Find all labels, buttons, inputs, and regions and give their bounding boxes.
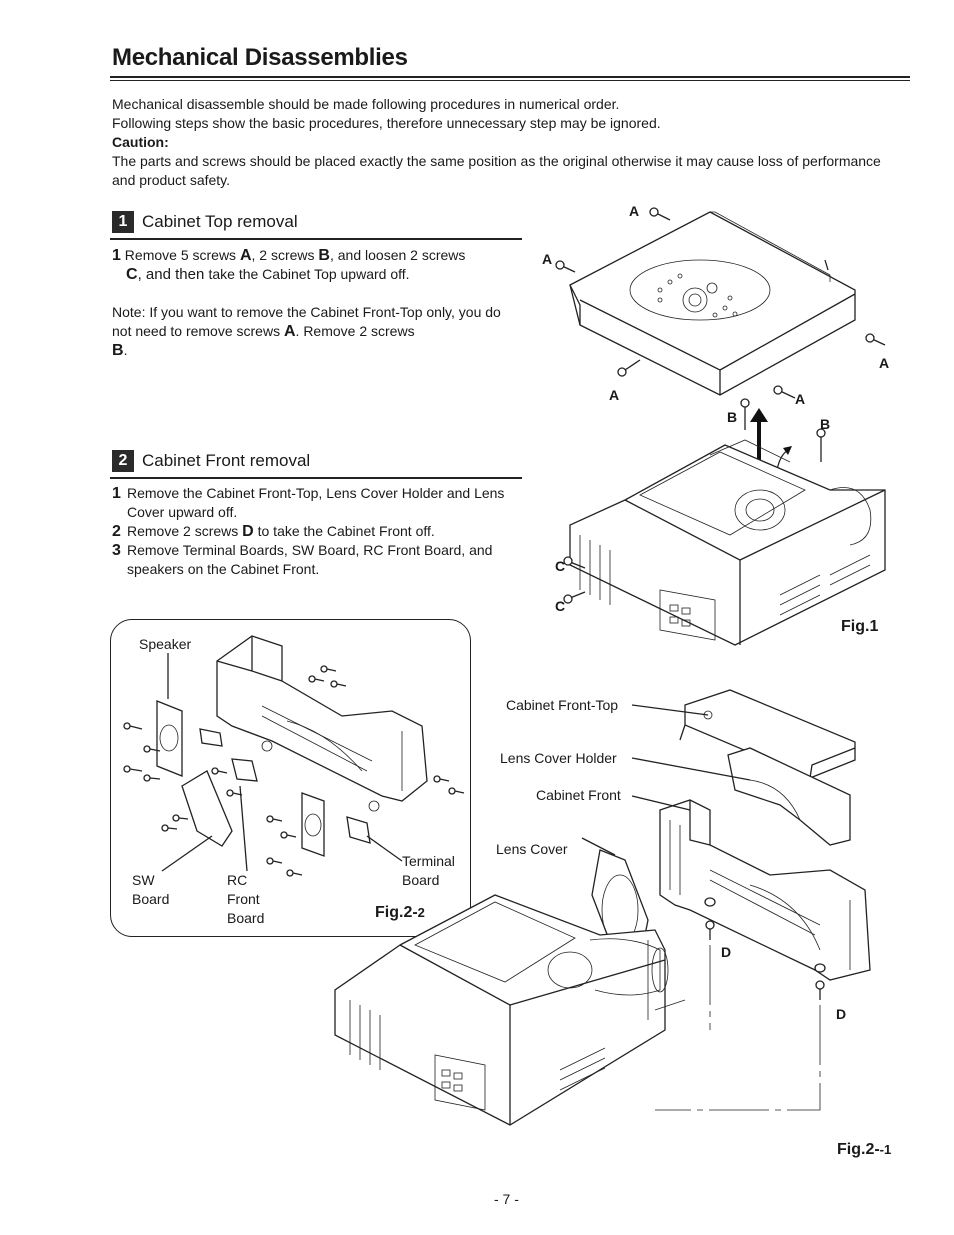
fig2-2-caption: Fig.2-2 [375, 904, 425, 921]
projector-body [569, 439, 886, 646]
leader-lines [161, 653, 403, 872]
cabinet-front-label: Cabinet Front [536, 787, 621, 803]
fig1-label-a2: A [542, 251, 553, 267]
fig2-2-drawing [123, 635, 465, 877]
section2-rule [110, 477, 522, 479]
section2-title: Cabinet Front removal [142, 451, 311, 470]
fig1-label-a5: A [795, 391, 806, 407]
fig2-1-label-d2: D [836, 1006, 847, 1022]
title-rule [110, 76, 910, 78]
section2-step2: 2 Remove 2 screws D to take the Cabinet … [112, 523, 435, 540]
fig2-1-drawing [334, 689, 871, 1126]
page-title: Mechanical Disassemblies [112, 44, 408, 71]
screws-c [563, 556, 586, 604]
section2-steps: 1 Remove the Cabinet Front-Top, Lens Cov… [112, 484, 522, 579]
section1-title: Cabinet Top removal [142, 212, 298, 231]
cabinet-front-top-label: Cabinet Front-Top [506, 697, 619, 713]
alignment-lines [655, 945, 821, 1111]
fig1-label-a4: A [609, 387, 620, 403]
section2-step1: 1 Remove the Cabinet Front-Top, Lens Cov… [112, 485, 505, 520]
section1-number: 1 [112, 211, 134, 233]
boards [181, 728, 371, 847]
intro-line-2: Following steps show the basic procedure… [112, 115, 661, 131]
screws-a [555, 207, 886, 399]
cabinet-top-part [569, 211, 856, 396]
section1-heading: 1 Cabinet Top removal [112, 211, 298, 233]
section1-rule [110, 238, 522, 240]
caution-text: The parts and screws should be placed ex… [112, 153, 881, 188]
section2-step3: 3 Remove Terminal Boards, SW Board, RC F… [112, 542, 493, 577]
fig2-2-frame [110, 619, 471, 937]
cabinet-front-top-part [679, 689, 856, 779]
lens-cover-label: Lens Cover [496, 841, 568, 857]
caution-label: Caution: [112, 134, 169, 150]
fig1-label-c1: C [555, 558, 566, 574]
fig1-caption: Fig.1 [841, 618, 879, 635]
fig1-drawing [555, 207, 886, 646]
fig1-label-a3: A [879, 355, 890, 371]
projector-body-2 [334, 894, 686, 1126]
section1-step1: 1 Remove 5 screws A, 2 screws B, and loo… [112, 247, 466, 283]
fig1-label-a1: A [629, 203, 640, 219]
section1-note: Note: If you want to remove the Cabinet … [112, 304, 501, 359]
section2-number: 2 [112, 450, 134, 472]
title-rule-thin [110, 80, 910, 81]
fig2-1-caption: Fig.2--1 [837, 1141, 892, 1158]
fig1-label-b2: B [820, 416, 831, 432]
speaker-part [156, 700, 325, 857]
intro-line-1: Mechanical disassemble should be made fo… [112, 96, 620, 112]
fig2-1-leaders [581, 704, 751, 856]
fig2-1-label-d1: D [721, 944, 732, 960]
screws-b [740, 398, 826, 462]
lens-cover-holder-label: Lens Cover Holder [500, 750, 617, 766]
fig1-label-c2: C [555, 598, 566, 614]
cabinet-front-assembly [659, 799, 871, 981]
section2-heading: 2 Cabinet Front removal [112, 450, 310, 472]
intro-block: Mechanical disassemble should be made fo… [112, 95, 902, 190]
cabinet-front-part [216, 635, 428, 812]
fig1-label-b1: B [727, 409, 738, 425]
screws-d [705, 920, 825, 1000]
speaker-label: Speaker [139, 636, 192, 652]
page-number: - 7 - [494, 1191, 519, 1207]
lens-cover-holder-part [727, 747, 851, 846]
small-screws [123, 665, 465, 877]
